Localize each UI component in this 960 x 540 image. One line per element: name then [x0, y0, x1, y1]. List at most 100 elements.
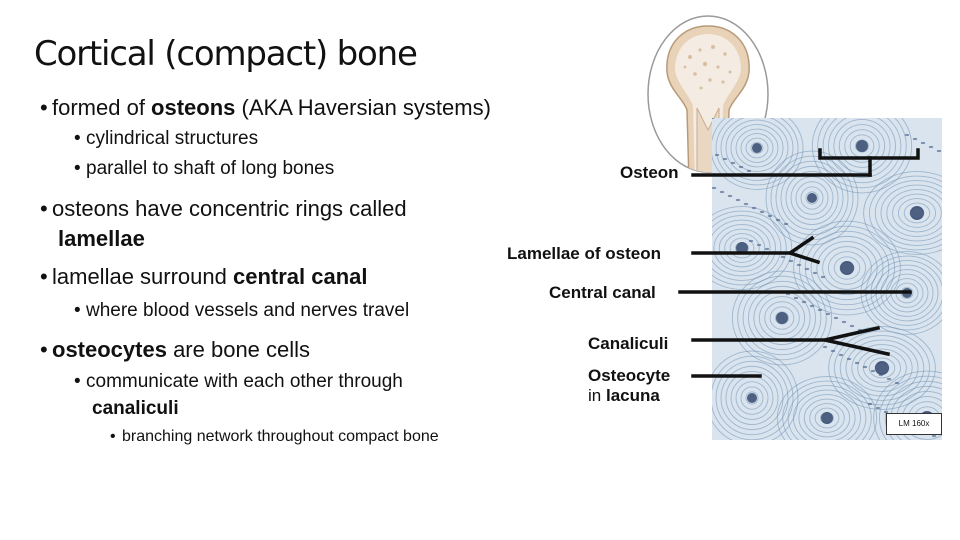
- magnification-badge: LM 160x: [886, 413, 942, 435]
- lamella-ring: [810, 235, 884, 301]
- lamella-ring: [735, 381, 769, 415]
- lamella-ring: [793, 389, 861, 440]
- lamella-ring: [805, 191, 819, 205]
- lacuna-mark: [904, 133, 910, 137]
- lamella-ring: [803, 398, 851, 438]
- lacuna-mark: [751, 206, 757, 210]
- lamella-ring: [735, 128, 779, 168]
- lamella-ring: [737, 275, 827, 361]
- bullet-glyph: •: [74, 300, 81, 321]
- central-canal-mark: [736, 242, 748, 254]
- lamella-ring: [740, 133, 774, 163]
- bullet-glyph: •: [74, 158, 81, 179]
- lamella-ring: [884, 380, 942, 440]
- lacuna-mark: [748, 239, 754, 243]
- bullet-list: •formed of osteons (AKA Haversian system…: [40, 95, 491, 445]
- lamella-ring: [769, 306, 795, 330]
- lacuna-mark: [854, 361, 860, 365]
- lacuna-mark: [883, 410, 889, 414]
- lacuna-mark: [722, 157, 728, 161]
- label-central-canal: Central canal: [549, 283, 656, 302]
- lamella-ring: [793, 220, 901, 316]
- bullet-network: •branching network throughout compact bo…: [110, 428, 439, 445]
- lamella-ring: [720, 118, 794, 181]
- lamella-ring: [750, 142, 764, 154]
- lacuna-mark: [796, 263, 802, 267]
- bullet-communicate: •communicate with each other through: [74, 371, 403, 392]
- lamella-ring: [879, 375, 942, 440]
- lacuna-mark: [780, 255, 786, 259]
- lamella-ring: [811, 118, 913, 194]
- label-canaliculi: Canaliculi: [588, 334, 669, 353]
- lamella-ring: [897, 198, 937, 228]
- lamella-ring: [869, 175, 942, 251]
- lamella-ring: [809, 403, 845, 433]
- bullet-glyph: •: [74, 371, 81, 392]
- lacuna-mark: [894, 381, 900, 385]
- lamella-ring: [712, 118, 804, 190]
- lacuna-mark: [820, 275, 826, 279]
- lamella-ring: [785, 171, 839, 225]
- lacuna-mark: [714, 153, 720, 157]
- lamella-ring: [798, 394, 856, 440]
- lamella-ring: [715, 118, 799, 186]
- lacuna-mark: [743, 202, 749, 206]
- lacuna-mark: [886, 377, 892, 381]
- lacuna-mark: [783, 222, 789, 226]
- central-canal-mark: [902, 288, 912, 298]
- lacuna-mark: [857, 328, 863, 332]
- central-canal-mark: [821, 412, 833, 424]
- lamella-ring: [745, 391, 759, 405]
- lacuna-mark: [812, 271, 818, 275]
- lacuna-mark: [712, 186, 717, 190]
- lamella-ring: [886, 189, 942, 237]
- lacuna-mark: [785, 292, 791, 296]
- lamella-ring: [742, 280, 822, 356]
- lacuna-mark: [727, 194, 733, 198]
- lamella-ring: [795, 181, 829, 215]
- label-lamellae: Lamellae of osteon: [507, 244, 661, 263]
- lamella-ring: [712, 350, 799, 440]
- bullet-osteocytes: •osteocytes are bone cells: [40, 337, 311, 362]
- lamella-ring: [787, 385, 867, 440]
- bullet-osteons: •formed of osteons (AKA Haversian system…: [40, 95, 491, 120]
- lamella-ring: [740, 386, 764, 410]
- bullet-glyph: •: [40, 264, 48, 289]
- bullet-glyph: •: [40, 95, 48, 120]
- lacuna-mark: [928, 145, 934, 149]
- slide-title: Cortical (compact) bone: [34, 34, 418, 74]
- lamella-ring: [782, 380, 872, 440]
- lacuna-mark: [849, 324, 855, 328]
- lamella-ring: [844, 129, 880, 163]
- lamella-ring: [814, 407, 840, 429]
- lamella-ring: [712, 219, 776, 277]
- bullet-surround: •lamellae surround central canal: [40, 264, 368, 289]
- lamella-ring: [718, 228, 766, 268]
- central-canal-mark: [752, 143, 762, 153]
- lacuna-mark: [793, 296, 799, 300]
- lamella-ring: [903, 202, 931, 224]
- lamella-ring: [800, 186, 824, 210]
- lacuna-mark: [833, 316, 839, 320]
- lacuna-mark: [830, 349, 836, 353]
- bone-marrow-shape: [675, 34, 741, 172]
- lacuna-mark: [801, 300, 807, 304]
- lamella-ring: [775, 160, 849, 236]
- bullet-glyph: •: [74, 128, 81, 149]
- lacuna-mark: [817, 308, 823, 312]
- lacuna-mark: [712, 118, 715, 120]
- lacuna-mark: [756, 243, 762, 247]
- lacuna-mark: [767, 214, 773, 218]
- lacuna-mark: [822, 345, 828, 349]
- lamella-ring: [828, 118, 896, 179]
- lamella-ring: [713, 224, 771, 272]
- lamella-ring: [775, 311, 789, 325]
- lamella-ring: [712, 355, 794, 440]
- central-canal-mark: [807, 193, 817, 203]
- lacuna-mark: [772, 251, 778, 255]
- micrograph-image: [712, 118, 942, 440]
- central-canal-mark: [840, 261, 854, 275]
- spongy-bone-dots: [683, 45, 732, 90]
- lamella-ring: [873, 370, 942, 440]
- lacuna-mark: [788, 259, 794, 263]
